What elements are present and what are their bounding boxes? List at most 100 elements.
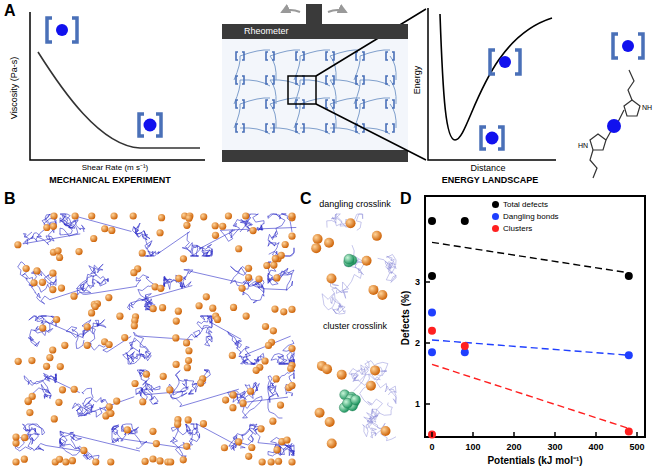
crosslink-bead [183,443,190,450]
crosslink-bead [185,347,192,354]
chain [590,150,597,178]
crosslink-bead [62,458,69,465]
crosslink-bead [245,265,252,272]
protein-chain [164,269,243,289]
data-point [625,427,633,435]
crosslink-view [311,214,396,314]
data-point [428,431,436,439]
crosslink-bead [54,247,61,254]
tick-label: 0 [429,442,434,452]
crosslink-bead [288,458,295,465]
crosslink-bead [313,234,323,244]
protein-chain [133,223,190,256]
crosslink-bead [25,398,32,405]
protein-chain [360,385,396,440]
trend-line [432,340,629,355]
crosslink-bead [175,275,182,282]
crosslink-view [315,361,396,449]
crosslink-bead [263,262,270,269]
crosslink-bead [158,214,165,221]
protein-chain [76,264,136,295]
crosslink-bead [141,458,148,465]
protein-chain [220,214,296,241]
crosslink-bead [253,367,260,374]
axis-line [30,12,205,160]
legend-text: Dangling bonds [503,212,559,221]
crosslink-bead [75,248,82,255]
crosslink-bead [157,285,164,292]
crosslink-bead [167,458,174,465]
protein-chain [363,403,393,437]
crosslink-bead [269,418,276,425]
network [12,212,296,465]
crosslink-bead [57,363,64,370]
tick-mark [472,432,474,437]
crosslink-bead [156,457,163,464]
data-point [625,272,633,280]
device-label: Rheometer [244,26,402,36]
crosslink-bead [235,245,242,252]
bracket-icon [47,18,77,42]
data-point [428,217,436,225]
protein-chain [268,262,294,290]
crosslink-bead [229,352,236,359]
crosslink-bead [275,458,282,465]
crosslink-bead [153,440,160,447]
data-point [428,272,436,280]
tick-mark [595,432,597,437]
protein-chain [322,280,345,314]
crosslink-bead [26,409,33,416]
crosslink-bead [139,249,146,256]
crosslink-icon [266,52,274,60]
data-point [625,351,633,359]
crosslink-bead [21,456,28,463]
crosslink-bead [30,279,37,286]
tick-label: 2 [415,338,420,348]
crosslink-bead [80,447,87,454]
crosslink-bead [273,274,280,281]
crosslink-bead [172,334,179,341]
crosslink-bead [283,436,290,443]
crosslink-bead [49,286,56,293]
crosslink-icon [296,52,304,60]
axis-label: Shear Rate (m s⁻¹) [82,163,149,172]
legend-entry: Total defects [492,200,548,209]
protein-chain [112,424,191,449]
defect-bead [351,395,361,405]
crosslink-bead [238,285,245,292]
crosslink-bead [257,425,264,432]
crosslink-bead [108,227,115,234]
crosslink-bead [315,408,325,418]
crosslink-bead [21,434,28,441]
crosslink-bead [12,433,19,440]
crosslink-bead [56,456,63,463]
crosslink-bead [287,365,294,372]
protein-chain [229,424,294,451]
crosslink-icon [386,100,394,108]
crosslink-bead [270,327,277,334]
crosslink-bead [174,421,181,428]
legend-swatch [492,225,499,232]
viscosity-curve [38,52,200,148]
crosslink-icon [356,76,364,84]
crosslink-bead [280,308,287,315]
crosslink-icon [326,76,334,84]
crosslink-bead [270,261,277,268]
trend-line [432,364,629,428]
crosslink-bead [273,446,280,453]
crosslink-bead [50,212,57,219]
crosslink-bead [200,213,207,220]
crosslink-bead [288,233,295,240]
legend-entry: Dangling bonds [492,212,559,221]
crosslink-bead [325,417,335,427]
crosslink-bead [230,304,237,311]
network [311,214,396,449]
crosslink-bead [212,222,219,229]
crosslink-bead [131,322,138,329]
crosslink-bead [61,342,68,349]
crosslink-icon [326,124,334,132]
crosslink-bead [209,305,216,312]
crosslink-bead [46,354,53,361]
crosslink-bead [346,218,356,228]
